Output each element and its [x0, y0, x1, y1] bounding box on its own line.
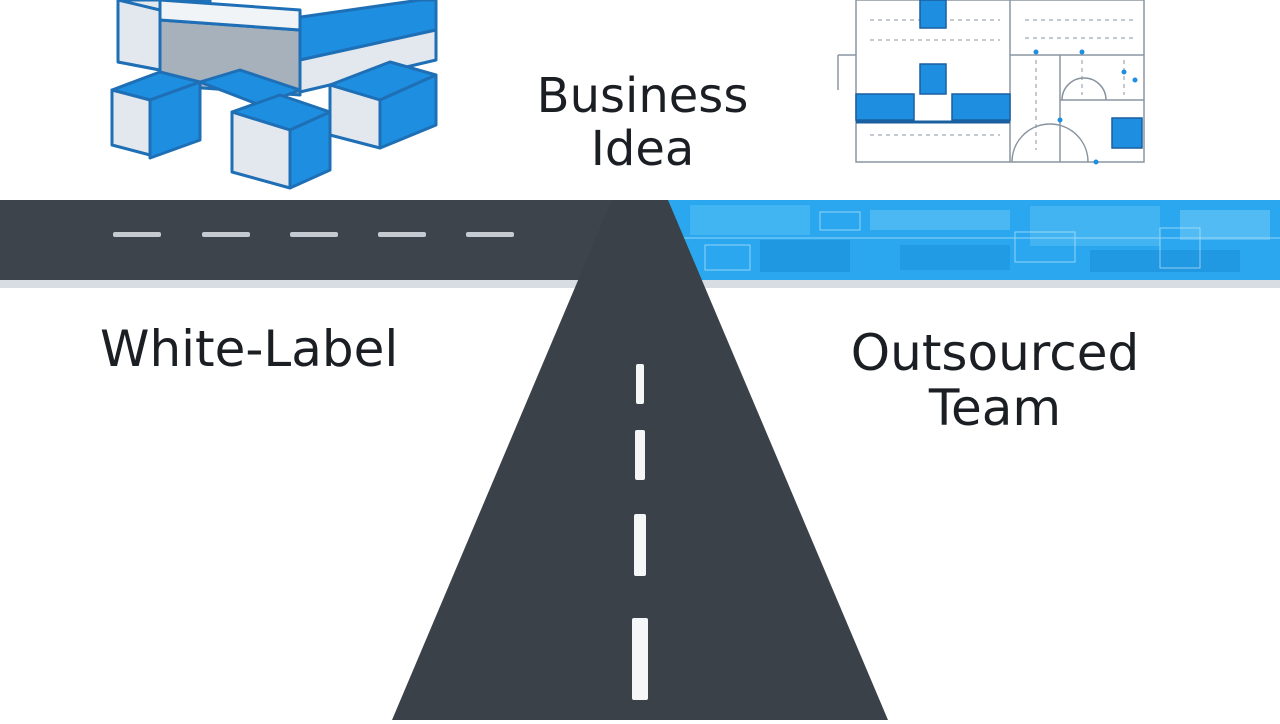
center-lane-marks	[632, 364, 648, 700]
isometric-blocks-icon	[110, 0, 438, 190]
road-right-blue-segment	[668, 200, 1280, 280]
floor-plan-icon	[837, 0, 1145, 165]
label-white-label: White-Label	[100, 320, 399, 378]
left-lane-marks	[113, 232, 514, 237]
label-outsourced-team: Outsourced Team	[850, 324, 1140, 437]
road-left-segment	[0, 200, 640, 280]
label-business-idea: Business Idea	[536, 68, 749, 177]
